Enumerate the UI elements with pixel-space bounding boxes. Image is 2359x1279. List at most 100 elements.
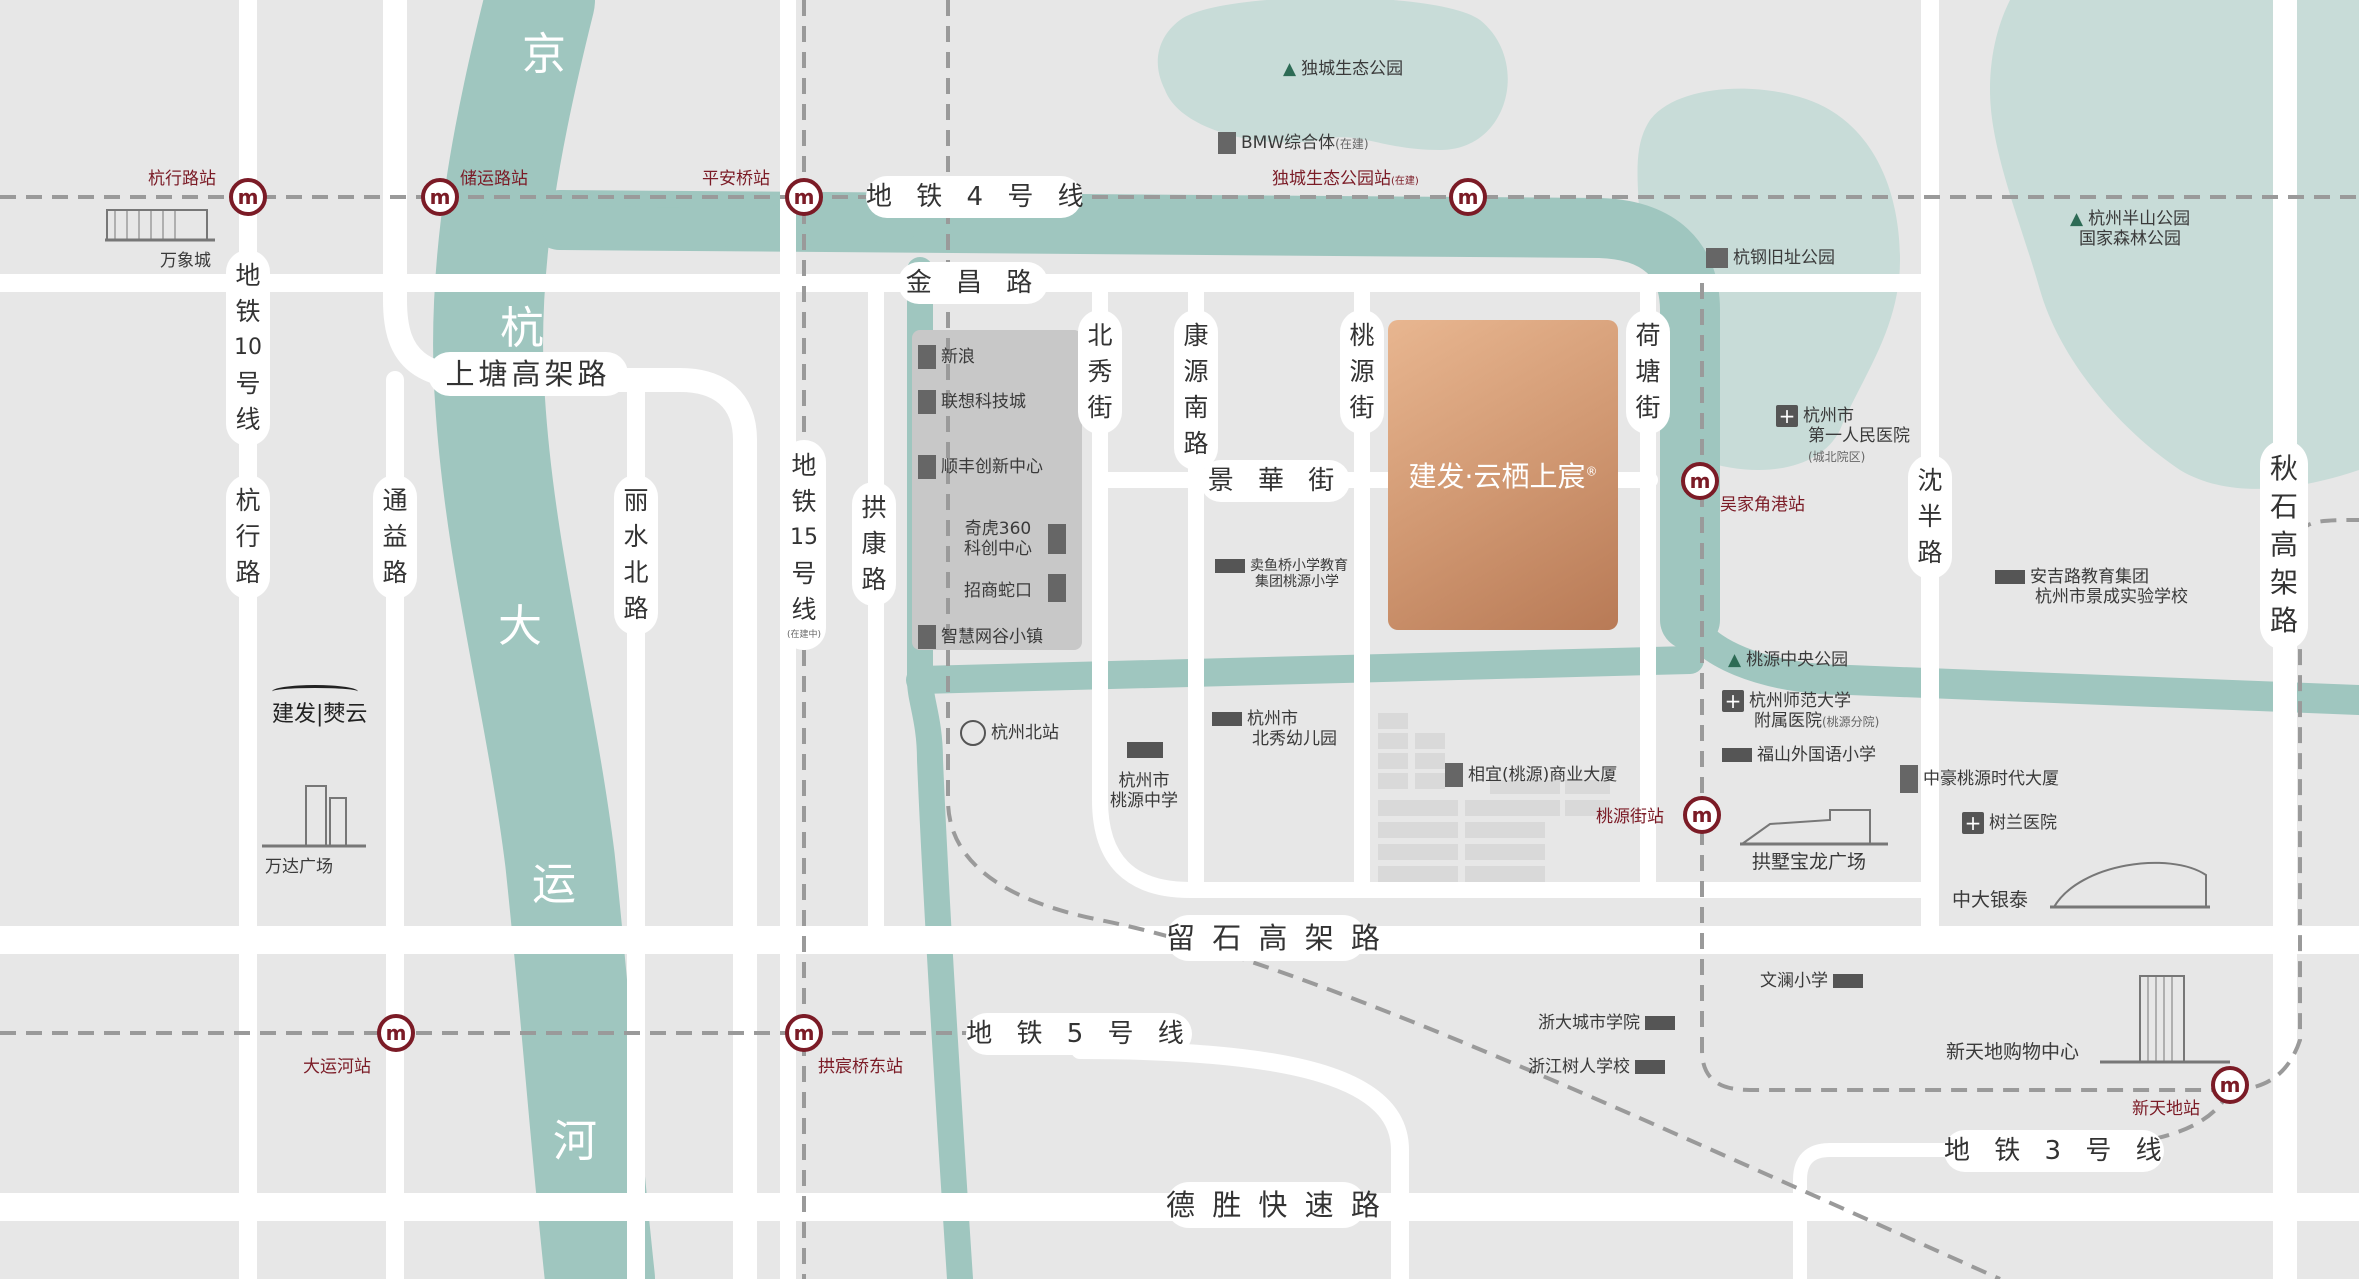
road-label-hangxing: 杭行路 — [226, 475, 270, 599]
graduation-cap-icon — [1127, 742, 1163, 758]
metro-icon[interactable]: m — [1680, 461, 1720, 501]
metro-icon[interactable]: m — [376, 1013, 416, 1053]
road-label-desheng: 德 胜 快 速 路 — [1166, 1182, 1380, 1228]
station-label: 独城生态公园站(在建) — [1272, 169, 1419, 189]
canal-name-char: 大 — [498, 601, 542, 652]
metro-icon[interactable]: m — [784, 177, 824, 217]
poi-bmw[interactable]: BMW综合体(在建) — [1218, 132, 1369, 154]
hospital-icon: + — [1722, 690, 1744, 712]
svg-text:m: m — [238, 185, 259, 209]
poi-shulan[interactable]: +树兰医院 — [1962, 812, 2057, 834]
road-label-metro3: 地 铁 3 号 线 — [1944, 1130, 2164, 1172]
metro-icon[interactable]: m — [420, 177, 460, 217]
road-label-gongkang: 拱康路 — [852, 482, 896, 606]
graduation-cap-icon — [1645, 1016, 1675, 1030]
road-label-taoyuan: 桃源街 — [1340, 310, 1384, 434]
tree-icon: ▲ — [2070, 209, 2084, 229]
project-name: 建发·云栖上宸® — [1408, 460, 1598, 493]
road-label-kangyuannan: 康源南路 — [1174, 310, 1218, 470]
poi-wanda[interactable]: 万达广场 — [265, 857, 333, 877]
metro-icon[interactable]: m — [784, 1013, 824, 1053]
poi-wanxiangcheng[interactable]: 万象城 — [160, 251, 211, 271]
station-label: 平安桥站 — [702, 169, 770, 189]
hospital-icon: + — [1962, 812, 1984, 834]
building-icon — [918, 455, 936, 479]
metro-icon[interactable]: m — [1682, 795, 1722, 835]
building-icon — [1048, 524, 1066, 554]
graduation-cap-icon — [1215, 559, 1245, 573]
factory-icon — [1706, 248, 1728, 268]
road-label-shenban: 沈半路 — [1908, 455, 1952, 579]
poi-xiangyi[interactable]: 相宜(桃源)商业大厦 — [1445, 763, 1617, 787]
poi-zhongda[interactable]: 中大银泰 — [1952, 889, 2029, 911]
station-label: 拱宸桥东站 — [818, 1057, 903, 1077]
poi-jianfa-logo[interactable]: 建发|僰云 — [272, 685, 367, 727]
poi-zhihui[interactable]: 智慧网谷小镇 — [918, 625, 1043, 649]
svg-text:m: m — [386, 1021, 407, 1045]
poi-shuren[interactable]: 浙江树人学校 — [1528, 1057, 1670, 1078]
metro-icon[interactable]: m — [1448, 177, 1488, 217]
svg-text:m: m — [1458, 185, 1479, 209]
road-label-liushi: 留 石 高 架 路 — [1166, 915, 1380, 961]
poi-wenlan[interactable]: 文澜小学 — [1760, 971, 1868, 992]
building-icon — [1900, 765, 1918, 793]
road-label-hetang: 荷塘街 — [1626, 310, 1670, 434]
mall-icon — [105, 209, 215, 242]
road-label-metro4: 地 铁 4 号 线 — [866, 176, 1084, 218]
poi-maiyuqiao[interactable]: 卖鱼桥小学教育集团桃源小学 — [1215, 558, 1348, 590]
poi-taoyuan-park[interactable]: ▲桃源中央公园 — [1728, 650, 1849, 670]
poi-zheda[interactable]: 浙大城市学院 — [1538, 1013, 1680, 1034]
building-icon — [1048, 574, 1066, 602]
svg-text:m: m — [430, 185, 451, 209]
svg-text:m: m — [794, 185, 815, 209]
building-icon — [1218, 132, 1236, 154]
svg-text:m: m — [794, 1021, 815, 1045]
mall-icon — [262, 785, 366, 848]
graduation-cap-icon — [1635, 1060, 1665, 1074]
metro-icon[interactable]: m — [2210, 1065, 2250, 1105]
poi-zhaoshang[interactable]: 招商蛇口 — [964, 581, 1032, 601]
mall-icon — [1740, 809, 1888, 846]
poi-zhonghao[interactable]: 中豪桃源时代大厦 — [1900, 765, 2059, 793]
road-label-lishuibei: 丽水北路 — [614, 475, 658, 635]
building-icon — [918, 345, 936, 369]
mall-icon — [2050, 861, 2210, 909]
station-label: 新天地站 — [2132, 1099, 2200, 1119]
project-block[interactable]: 建发·云栖上宸® — [1388, 320, 1618, 630]
poi-taoyuanzhongxue[interactable]: 杭州市桃源中学 — [1110, 771, 1178, 811]
poi-shida-hospital[interactable]: +杭州师范大学附属医院(桃源分院) — [1722, 690, 1879, 732]
graduation-cap-icon — [1722, 748, 1752, 762]
poi-fushan[interactable]: 福山外国语小学 — [1722, 745, 1876, 766]
poi-banshan[interactable]: ▲杭州半山公园国家森林公园 — [2070, 209, 2191, 249]
road-label-qiushi: 秋石高架路 — [2260, 440, 2308, 650]
canal-name-char: 京 — [522, 29, 566, 80]
poi-xinlang[interactable]: 新浪 — [918, 345, 975, 369]
road-label-beixiu: 北秀街 — [1078, 310, 1122, 434]
station-label: 储运路站 — [460, 169, 528, 189]
station-label: 桃源街站 — [1596, 807, 1664, 827]
road-label-shangtang: 上塘高架路 — [428, 352, 628, 396]
poi-shunfeng[interactable]: 顺丰创新中心 — [918, 455, 1043, 479]
poi-ducheng-park[interactable]: ▲独城生态公园 — [1283, 59, 1404, 79]
poi-beizhan[interactable]: 杭州北站 — [960, 720, 1059, 746]
poi-xintiandi[interactable]: 新天地购物中心 — [1946, 1041, 2080, 1063]
poi-lianxiang[interactable]: 联想科技城 — [918, 390, 1026, 414]
poi-anji[interactable]: 安吉路教育集团杭州市景成实验学校 — [1995, 567, 2188, 607]
station-label: 大运河站 — [303, 1057, 371, 1077]
poi-hospital1[interactable]: +杭州市第一人民医院(城北院区) — [1776, 405, 1910, 466]
mall-icon — [2100, 975, 2230, 1064]
building-icon — [918, 390, 936, 414]
metro-icon[interactable]: m — [228, 177, 268, 217]
poi-beixiuyou[interactable]: 杭州市北秀幼儿园 — [1212, 709, 1337, 749]
poi-ganggang[interactable]: 杭钢旧址公园 — [1706, 248, 1835, 269]
canal-name-char: 运 — [532, 859, 576, 910]
graduation-cap-icon — [1833, 974, 1863, 988]
poi-baolong[interactable]: 拱墅宝龙广场 — [1752, 851, 1867, 873]
road-label-tongyi: 通益路 — [373, 475, 417, 599]
road-label-metro5: 地 铁 5 号 线 — [966, 1013, 1192, 1055]
svg-text:m: m — [2220, 1073, 2241, 1097]
canal-name-char: 河 — [553, 1116, 597, 1167]
